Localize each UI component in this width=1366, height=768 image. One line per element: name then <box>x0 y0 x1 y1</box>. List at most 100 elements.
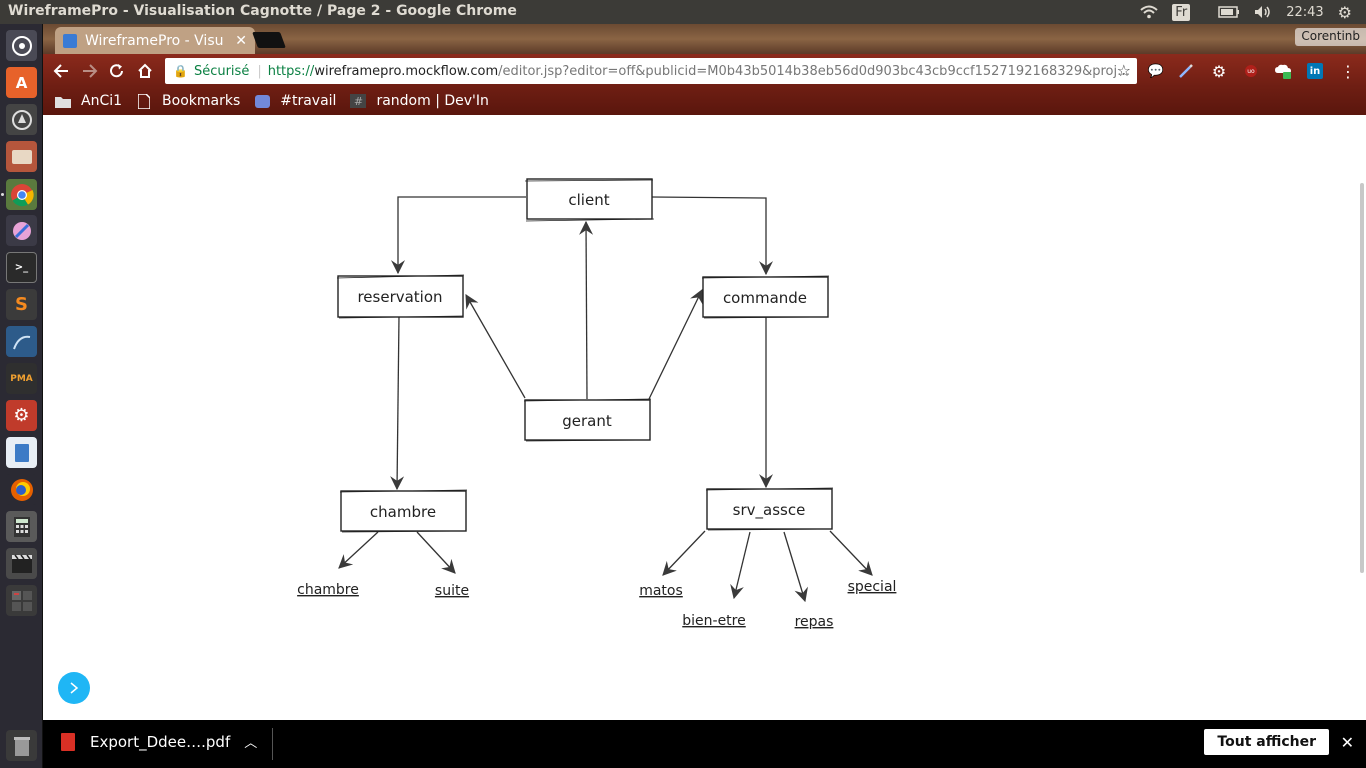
window-title: WireframePro - Visualisation Cagnotte / … <box>8 3 517 19</box>
calculator-icon[interactable] <box>6 511 37 542</box>
edge-chambre-chambre <box>338 531 379 569</box>
bookmark-random[interactable]: # random | Dev'In <box>350 93 489 109</box>
edge-gerant-reservation <box>465 293 526 399</box>
bookmark-ancil[interactable]: AnCi1 <box>55 93 122 109</box>
entity-diagram: client reservation commande gerant chamb <box>297 178 897 630</box>
pdf-file-icon <box>61 732 75 751</box>
volume-icon[interactable] <box>1254 5 1272 19</box>
forward-icon[interactable] <box>78 59 102 83</box>
browser-tab-strip: WireframePro - Visu ✕ Corentinb <box>43 24 1366 54</box>
system-updater-icon[interactable] <box>6 104 37 135</box>
edge-client-reservation <box>391 196 526 275</box>
edge-srv-repas <box>783 531 808 603</box>
edge-srv-special <box>829 530 873 576</box>
keyboard-layout-indicator[interactable]: Fr <box>1172 3 1204 21</box>
bookmark-bookmarks[interactable]: Bookmarks <box>136 93 240 109</box>
chevron-up-icon[interactable]: ︿ <box>244 736 258 751</box>
home-icon[interactable] <box>133 59 157 83</box>
edge-client-commande <box>651 196 773 276</box>
ubuntu-dash-icon[interactable] <box>6 30 37 61</box>
download-item[interactable]: Export_Ddee….pdf ︿ <box>61 732 257 751</box>
software-center-icon[interactable]: A <box>6 67 37 98</box>
system-tray: Fr 22:43 ⚙ <box>1140 0 1366 24</box>
libreoffice-writer-icon[interactable] <box>6 437 37 468</box>
bookmark-label: Bookmarks <box>162 93 241 109</box>
leaf-chambre: chambre <box>297 582 359 598</box>
cloud-extension-icon[interactable] <box>1273 61 1293 81</box>
node-commande-label: commande <box>723 289 807 307</box>
gear-extension-icon[interactable]: ⚙ <box>1211 61 1227 81</box>
new-tab-button[interactable] <box>252 32 286 48</box>
edge-reservation-chambre <box>390 315 405 491</box>
bookmark-label: random | Dev'In <box>376 93 489 109</box>
pen-extension-icon[interactable] <box>1176 61 1196 81</box>
wireframepro-favicon-icon <box>63 33 77 48</box>
linkedin-extension-icon[interactable]: in <box>1305 61 1325 81</box>
workspace-switcher-icon[interactable] <box>6 585 37 616</box>
folder-icon <box>55 94 71 108</box>
url-path: /editor.jsp?editor=off&publicid=M0b43b50… <box>498 63 1131 79</box>
chrome-menu-icon[interactable]: ⋮ <box>1340 61 1356 81</box>
url-scheme: https:// <box>267 63 315 79</box>
hash-icon: # <box>350 94 367 108</box>
ublock-extension-icon[interactable]: uo <box>1241 61 1261 81</box>
node-srv_assce[interactable]: srv_assce <box>705 487 834 531</box>
page-icon <box>136 93 152 109</box>
power-gear-icon[interactable]: ⚙ <box>1337 2 1352 22</box>
download-filename: Export_Ddee….pdf <box>90 732 231 751</box>
edge-gerant-client <box>579 220 594 400</box>
speech-bubble-extension-icon[interactable]: 💬 <box>1147 63 1165 79</box>
bookmark-travail[interactable]: #travail <box>254 93 336 109</box>
download-divider <box>272 728 273 760</box>
leaf-bien-etre: bien-etre <box>682 613 745 629</box>
edge-gerant-commande <box>648 288 703 400</box>
file-manager-icon[interactable] <box>6 141 37 172</box>
clock[interactable]: 22:43 <box>1286 4 1324 20</box>
profile-button[interactable]: Corentinb <box>1295 28 1366 46</box>
launcher-running-indicator <box>1 193 4 196</box>
lock-icon: 🔒 <box>173 64 188 78</box>
url-host: wireframepro.mockflow.com <box>314 63 499 79</box>
edge-srv-matos <box>662 530 706 576</box>
node-client-label: client <box>568 191 609 209</box>
node-reservation[interactable]: reservation <box>336 274 465 319</box>
tab-close-icon[interactable]: ✕ <box>235 32 247 49</box>
browser-tab-active[interactable]: WireframePro - Visu ✕ <box>55 27 255 54</box>
node-chambre[interactable]: chambre <box>339 489 468 533</box>
node-gerant[interactable]: gerant <box>523 398 652 442</box>
next-page-button[interactable] <box>58 672 90 704</box>
show-all-downloads-button[interactable]: Tout afficher <box>1204 729 1329 755</box>
leaf-special: special <box>848 579 897 595</box>
bookmark-label: #travail <box>280 93 337 109</box>
node-reservation-label: reservation <box>357 288 442 306</box>
color-picker-icon[interactable] <box>6 215 37 246</box>
wireframe-canvas: client reservation commande gerant chamb <box>43 115 1366 720</box>
address-bar[interactable]: 🔒 Sécurisé | https:// wireframepro.mockf… <box>165 58 1137 84</box>
page-scrollbar[interactable] <box>1360 183 1364 573</box>
trash-icon[interactable] <box>6 730 37 761</box>
mysql-workbench-icon[interactable] <box>6 326 37 357</box>
security-label: Sécurisé <box>193 63 250 79</box>
video-editor-icon[interactable] <box>6 548 37 579</box>
node-client[interactable]: client <box>524 178 655 222</box>
bookmark-label: AnCi1 <box>81 93 123 109</box>
back-icon[interactable] <box>49 59 73 83</box>
omnibox-divider: | <box>257 63 262 79</box>
battery-icon[interactable] <box>1218 6 1240 18</box>
firefox-icon[interactable] <box>6 474 37 505</box>
tab-title: WireframePro - Visu <box>85 32 224 49</box>
settings-icon[interactable]: ⚙ <box>6 400 37 431</box>
node-commande[interactable]: commande <box>701 275 830 319</box>
bookmarks-bar: AnCi1 Bookmarks #travail # random | Dev'… <box>43 87 1366 115</box>
wifi-icon[interactable] <box>1140 5 1158 19</box>
bookmark-star-icon[interactable]: ☆ <box>1116 61 1131 80</box>
reload-icon[interactable] <box>105 59 129 83</box>
terminal-icon[interactable]: >_ <box>6 252 37 283</box>
sublime-text-icon[interactable]: S <box>6 289 37 320</box>
close-download-shelf-icon[interactable]: ✕ <box>1340 733 1354 752</box>
node-srv_assce-label: srv_assce <box>733 501 806 520</box>
chrome-icon[interactable] <box>6 179 37 210</box>
chevron-right-icon <box>70 682 79 694</box>
discord-icon <box>254 94 270 108</box>
phpmyadmin-icon[interactable]: PMA <box>6 363 37 394</box>
